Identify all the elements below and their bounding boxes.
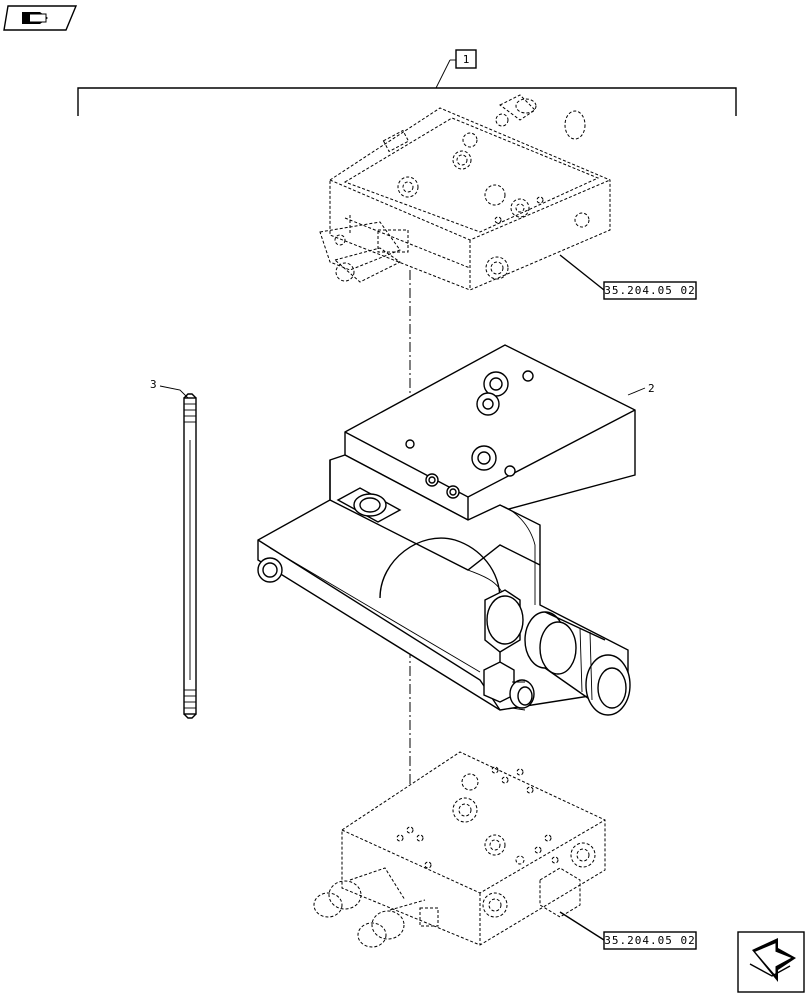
callout-3-label: 3 [150,378,157,391]
upper-valve-section [319,94,611,291]
book-arrow-icon[interactable] [3,5,78,31]
callout-1-label: 1 [463,53,470,66]
lower-valve-section [313,751,606,948]
reference-lower-label: 35.204.05 02 [604,934,695,947]
callout-2-label: 2 [648,382,655,395]
assembly-bracket [77,59,737,116]
next-page-arrow-icon[interactable] [737,931,805,993]
reference-upper[interactable]: 35.204.05 02 [603,281,697,300]
reference-lower[interactable]: 35.204.05 02 [603,931,697,950]
rod-part [159,385,197,719]
reference-upper-label: 35.204.05 02 [604,284,695,297]
body-part [257,344,646,716]
callout-1: 1 [455,49,477,69]
